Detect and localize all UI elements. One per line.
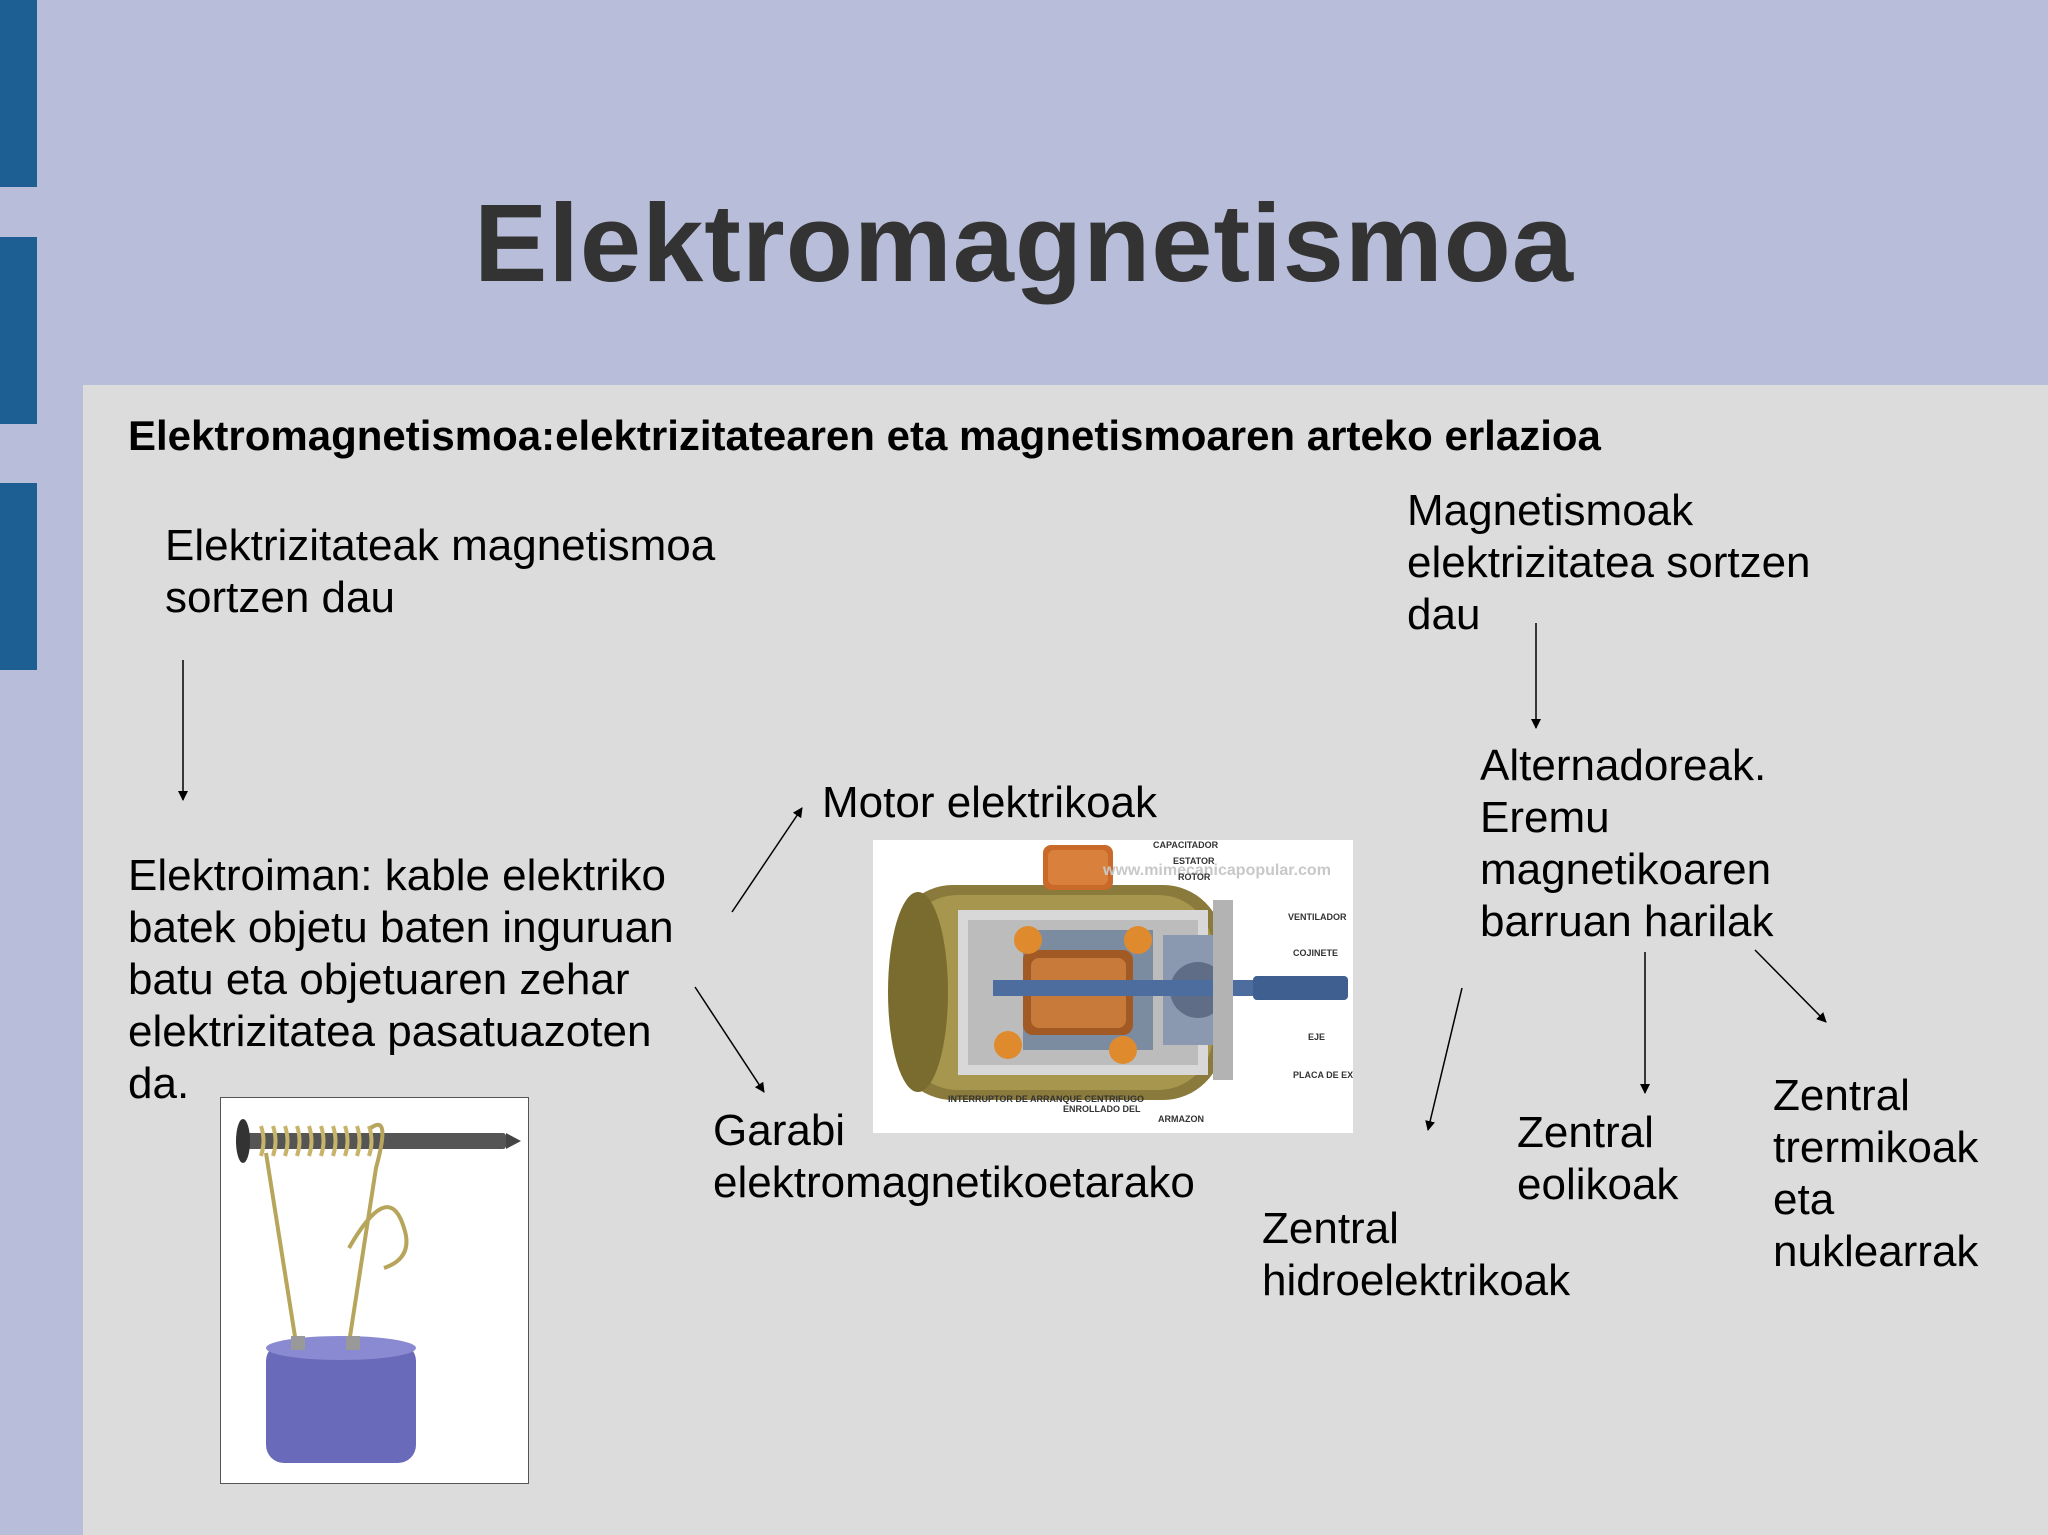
label-enrollado: ENROLLADO DEL — [1063, 1104, 1141, 1114]
electromagnet-illustration — [221, 1098, 528, 1483]
label-ventilador: VENTILADOR — [1288, 912, 1347, 922]
side-tab-1 — [0, 0, 37, 187]
eolikoak-label: Zentral eolikoak — [1517, 1108, 1679, 1209]
right-heading: Magnetismoak elektrizitatea sortzen dau — [1407, 486, 1811, 639]
label-estator: ESTATOR — [1173, 856, 1215, 866]
garabi-label: Garabi elektromagnetikoetarako — [713, 1106, 1195, 1207]
motor-label: Motor elektrikoak — [822, 778, 1158, 827]
label-eje: EJE — [1308, 1032, 1325, 1042]
slide-title: Elektromagnetismoa — [473, 182, 1574, 305]
elektroiman-text: Elektroiman: kable elektriko batek objet… — [128, 851, 674, 1108]
label-capacitador: CAPACITADOR — [1153, 840, 1219, 850]
slide-subtitle: Elektromagnetismoa:elektrizitatearen eta… — [128, 412, 1601, 459]
motor-illustration: www.mimecanicapopular.com CAPACITADOR ES… — [873, 840, 1353, 1133]
label-rotor: ROTOR — [1178, 872, 1211, 882]
label-placa: PLACA DE EXTREMO — [1293, 1070, 1353, 1080]
label-cojinete: COJINETE — [1293, 948, 1338, 958]
motor-image: www.mimecanicapopular.com CAPACITADOR ES… — [873, 840, 1353, 1133]
side-tab-2 — [0, 237, 37, 424]
label-armazon: ARMAZON — [1158, 1114, 1204, 1124]
hidro-label: Zentral hidroelektrikoak — [1262, 1204, 1571, 1305]
label-interruptor: INTERRUPTOR DE ARRANQUE CENTRIFUGO — [948, 1094, 1144, 1104]
electromagnet-image — [220, 1097, 529, 1484]
left-heading: Elektrizitateak magnetismoa sortzen dau — [165, 521, 716, 622]
termikoak-label: Zentral trermikoak eta nuklearrak — [1773, 1071, 1979, 1276]
side-tab-3 — [0, 483, 37, 670]
motor-watermark: www.mimecanicapopular.com — [1102, 862, 1331, 879]
alternadoreak-text: Alternadoreak. Eremu magnetikoaren barru… — [1480, 741, 1774, 946]
